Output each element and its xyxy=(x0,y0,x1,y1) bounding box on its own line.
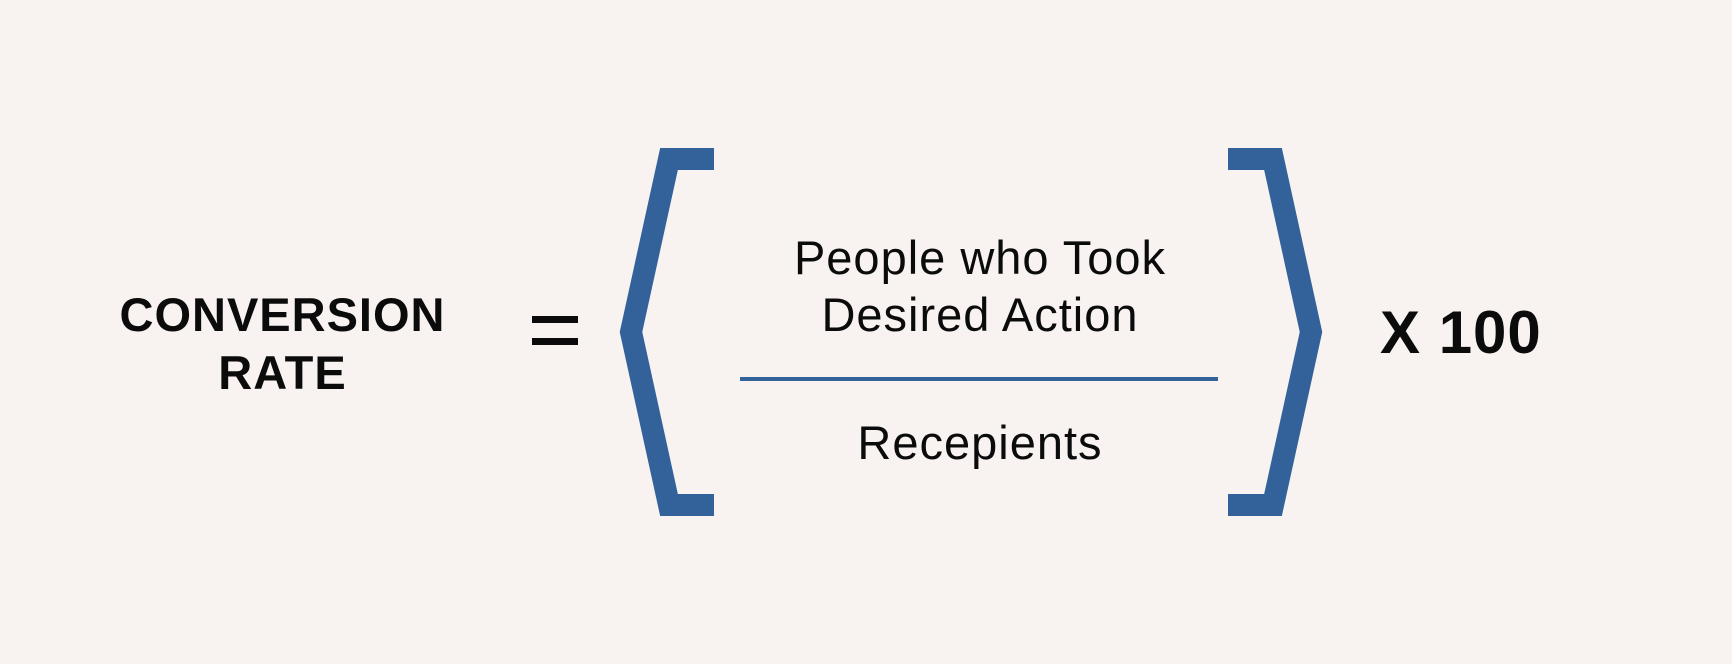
numerator-line-1: People who Took xyxy=(793,231,1167,284)
left-bracket-icon xyxy=(619,148,714,516)
numerator-line-2: Desired Action xyxy=(821,288,1139,341)
equals-sign-bottom-bar xyxy=(532,338,578,345)
equals-sign xyxy=(532,314,580,348)
right-bracket-icon xyxy=(1228,148,1323,516)
fraction-line xyxy=(740,377,1218,381)
multiplier: X 100 xyxy=(1380,299,1542,366)
equals-sign-top-bar xyxy=(532,316,578,323)
fraction-numerator: People who Took Desired Action xyxy=(730,229,1230,343)
lhs-line-2: RATE xyxy=(218,346,347,399)
lhs-line-1: CONVERSION xyxy=(119,288,446,341)
fraction-denominator: Recepients xyxy=(857,416,1103,469)
formula-left-hand-side: CONVERSION RATE xyxy=(80,286,485,402)
